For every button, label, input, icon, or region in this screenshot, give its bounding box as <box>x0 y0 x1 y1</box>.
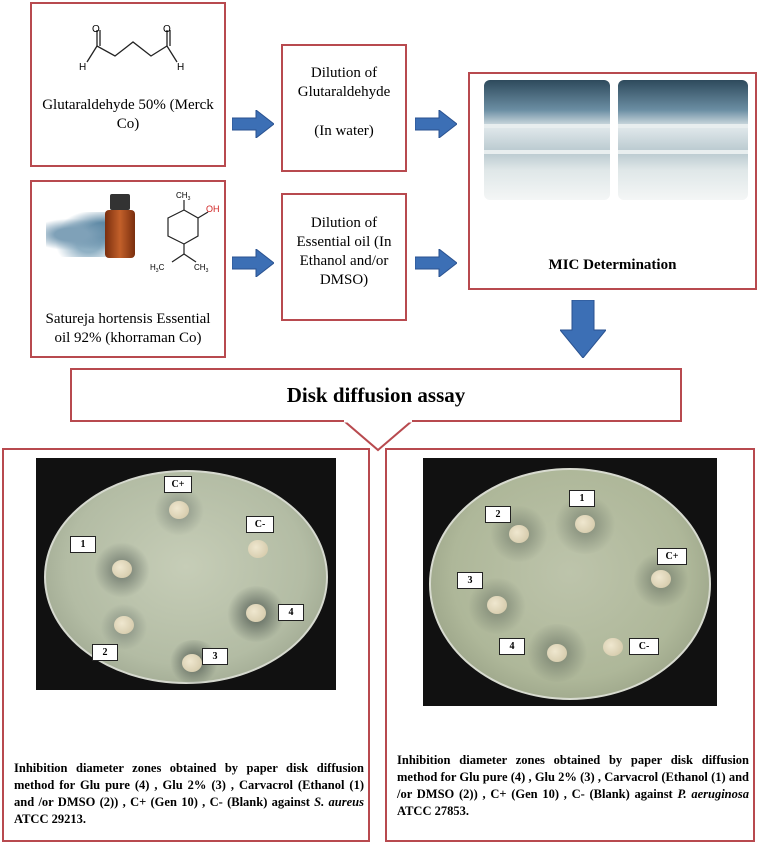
atom-h-right: H <box>177 62 184 73</box>
glutaraldehyde-structure: O O H H <box>79 24 184 73</box>
arrow-down-icon <box>560 300 606 358</box>
disk-label: C- <box>246 516 274 533</box>
mic-tube-rack-photo-1 <box>484 80 610 200</box>
disk-diffusion-assay-box: Disk diffusion assay <box>70 368 682 422</box>
p-aeruginosa-petri-dish-photo: 2 1 C+ 3 4 C- <box>423 458 717 706</box>
dilution-glutaraldehyde-solvent: (In water) <box>314 123 374 139</box>
right-dish-box: 2 1 C+ 3 4 C- Inhibition diameter zones … <box>385 448 755 842</box>
carvacrol-structure: CH3 OH H3C CH3 <box>150 191 220 274</box>
svg-text:CH3: CH3 <box>176 191 191 202</box>
disk-label: 3 <box>457 572 483 589</box>
svg-text:CH3: CH3 <box>194 263 209 274</box>
s-aureus-caption: Inhibition diameter zones obtained by pa… <box>14 761 364 826</box>
atom-o-left: O <box>92 24 100 35</box>
glutaraldehyde-box: O O H H Glutaraldehyde 50% (Merck Co) <box>30 2 226 167</box>
disk-label: C+ <box>657 548 687 565</box>
left-dish-box: C+ 1 C- 4 2 3 Inhibition diameter zones … <box>2 448 370 842</box>
disk-label: 1 <box>569 490 595 507</box>
arrow-right-icon <box>415 249 457 277</box>
dilution-glutaraldehyde-box: Dilution of Glutaraldehyde (In water) <box>281 44 407 172</box>
atom-o-right: O <box>163 24 171 35</box>
atom-oh: OH <box>206 204 220 214</box>
disk-label: C+ <box>164 476 192 493</box>
disk-label: 4 <box>499 638 525 655</box>
disk-label: 4 <box>278 604 304 621</box>
oil-bottle-image <box>105 194 135 258</box>
disk-diffusion-assay-title: Disk diffusion assay <box>286 383 466 407</box>
p-aeruginosa-caption: Inhibition diameter zones obtained by pa… <box>397 753 749 818</box>
atom-ch3-bottom: CH <box>194 263 206 272</box>
essential-oil-box: CH3 OH H3C CH3 Satureja hortensis Essent… <box>30 180 226 358</box>
glutaraldehyde-label: Glutaraldehyde 50% (Merck Co) <box>42 97 214 132</box>
arrow-right-icon <box>415 110 457 138</box>
dilution-essential-oil-text: Dilution of Essential oil (In Ethanol an… <box>296 215 392 288</box>
callout-pointer-icon <box>343 420 413 452</box>
disk-label: 2 <box>485 506 511 523</box>
atom-h-left: H <box>79 62 86 73</box>
arrow-right-icon <box>232 110 274 138</box>
essential-oil-label: Satureja hortensis Essential oil 92% (kh… <box>45 311 211 346</box>
disk-label: 1 <box>70 536 96 553</box>
dilution-essential-oil-box: Dilution of Essential oil (In Ethanol an… <box>281 193 407 321</box>
s-aureus-petri-dish-photo: C+ 1 C- 4 2 3 <box>36 458 336 690</box>
mic-tube-rack-photo-2 <box>618 80 748 200</box>
atom-ch3-top: CH <box>176 191 188 200</box>
disk-label: C- <box>629 638 659 655</box>
disk-label: 3 <box>202 648 228 665</box>
atom-h3c: H <box>150 263 156 272</box>
mic-determination-box: MIC Determination <box>468 72 757 290</box>
disk-label: 2 <box>92 644 118 661</box>
mic-determination-label: MIC Determination <box>548 257 677 273</box>
svg-text:H3C: H3C <box>150 263 165 274</box>
dilution-glutaraldehyde-text: Dilution of Glutaraldehyde <box>297 65 391 100</box>
arrow-right-icon <box>232 249 274 277</box>
